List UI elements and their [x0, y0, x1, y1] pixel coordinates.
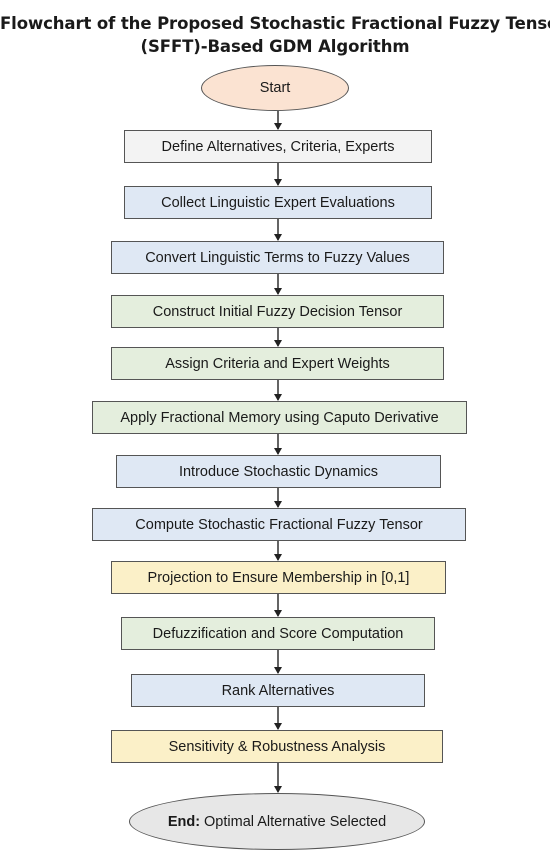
step-projection-label: Projection to Ensure Membership in [0,1]: [147, 569, 410, 586]
step-convert-terms: Convert Linguistic Terms to Fuzzy Values: [111, 241, 444, 274]
step-define-alternatives: Define Alternatives, Criteria, Experts: [124, 130, 432, 163]
step-define-alternatives-label: Define Alternatives, Criteria, Experts: [161, 138, 395, 155]
diagram-title: Flowchart of the Proposed Stochastic Fra…: [0, 12, 550, 58]
step-projection: Projection to Ensure Membership in [0,1]: [111, 561, 446, 594]
end-node: End: Optimal Alternative Selected: [129, 793, 425, 850]
step-collect-evaluations-label: Collect Linguistic Expert Evaluations: [161, 194, 395, 211]
step-assign-weights-label: Assign Criteria and Expert Weights: [165, 355, 390, 372]
step-compute-sfft: Compute Stochastic Fractional Fuzzy Tens…: [92, 508, 466, 541]
step-defuzzification: Defuzzification and Score Computation: [121, 617, 435, 650]
step-construct-tensor: Construct Initial Fuzzy Decision Tensor: [111, 295, 444, 328]
step-rank-alternatives: Rank Alternatives: [131, 674, 425, 707]
step-fractional-memory-label: Apply Fractional Memory using Caputo Der…: [120, 409, 439, 426]
step-sensitivity-analysis-label: Sensitivity & Robustness Analysis: [168, 738, 386, 755]
step-assign-weights: Assign Criteria and Expert Weights: [111, 347, 444, 380]
title-line-1: Flowchart of the Proposed Stochastic Fra…: [0, 14, 550, 33]
end-text: Optimal Alternative Selected: [204, 813, 387, 830]
step-stochastic-dynamics-label: Introduce Stochastic Dynamics: [178, 463, 379, 480]
step-compute-sfft-label: Compute Stochastic Fractional Fuzzy Tens…: [135, 516, 423, 533]
step-convert-terms-label: Convert Linguistic Terms to Fuzzy Values: [145, 249, 410, 266]
step-collect-evaluations: Collect Linguistic Expert Evaluations: [124, 186, 432, 219]
step-stochastic-dynamics: Introduce Stochastic Dynamics: [116, 455, 441, 488]
start-label: Start: [259, 80, 291, 96]
step-fractional-memory: Apply Fractional Memory using Caputo Der…: [92, 401, 467, 434]
title-line-2: (SFFT)-Based GDM Algorithm: [140, 37, 410, 56]
start-node: Start: [201, 65, 349, 111]
step-sensitivity-analysis: Sensitivity & Robustness Analysis: [111, 730, 443, 763]
end-label: End:: [167, 813, 201, 830]
step-defuzzification-label: Defuzzification and Score Computation: [152, 625, 404, 642]
step-rank-alternatives-label: Rank Alternatives: [221, 682, 335, 699]
step-construct-tensor-label: Construct Initial Fuzzy Decision Tensor: [152, 303, 403, 320]
